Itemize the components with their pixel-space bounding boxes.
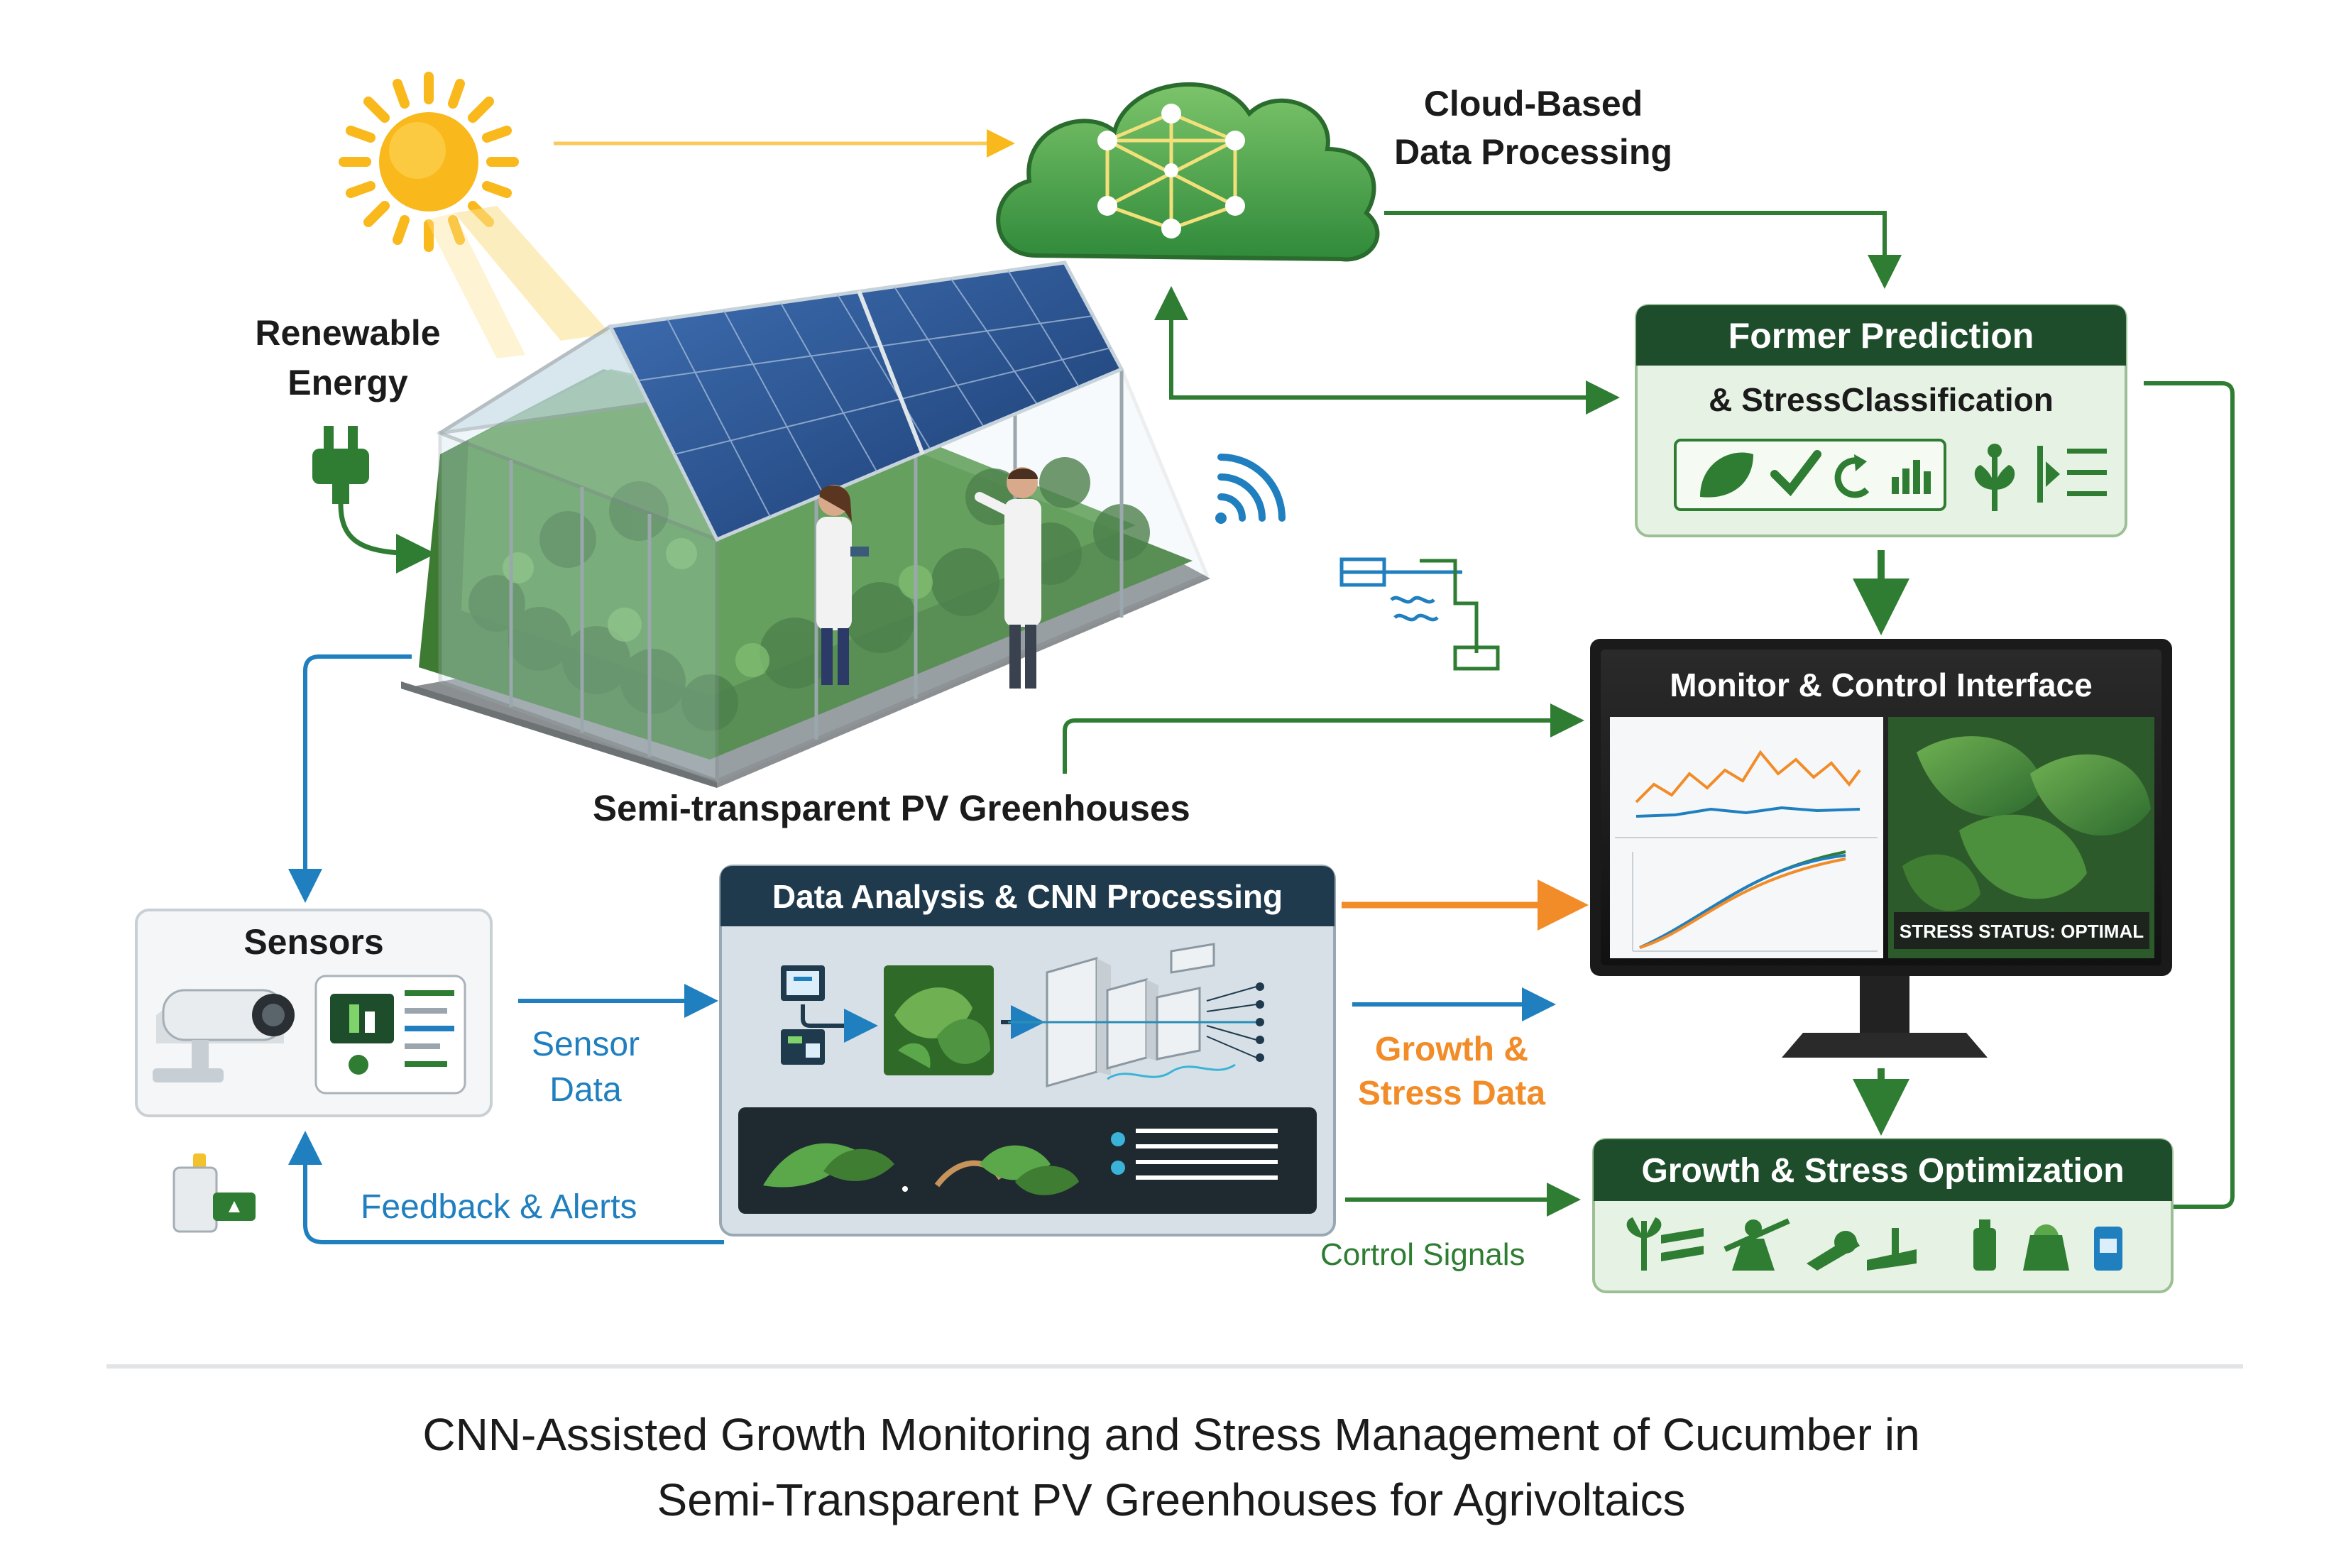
scientist-male bbox=[975, 467, 1041, 689]
growth-stress-line-1: Growth & bbox=[1375, 1031, 1528, 1068]
sensor-data-line-1: Sensor bbox=[531, 1026, 640, 1063]
monitor-chart bbox=[1615, 750, 1878, 952]
wifi-icon bbox=[1215, 454, 1286, 524]
bottle-icon bbox=[1973, 1219, 1996, 1271]
growth-stress-data-label: Growth & Stress Data bbox=[1335, 1028, 1569, 1116]
network-icon bbox=[1097, 104, 1245, 239]
fertilizer-icon bbox=[2023, 1224, 2069, 1271]
sensor-data-label: Sensor Data bbox=[497, 1022, 674, 1113]
diagram-caption: CNN-Assisted Growth Monitoring and Stres… bbox=[142, 1402, 2201, 1533]
sensors-panel bbox=[135, 909, 493, 1117]
sensor-data-line-2: Data bbox=[549, 1071, 622, 1109]
prediction-title: Former Prediction bbox=[1728, 316, 2034, 356]
arrow-cloud-to-prediction bbox=[1384, 211, 1902, 289]
sunlight-beam bbox=[426, 206, 610, 358]
cloud-label-line-1: Cloud-Based bbox=[1423, 84, 1643, 124]
cloud-shape bbox=[996, 82, 1380, 262]
plant-icon bbox=[1974, 444, 2015, 511]
alert-device-icon bbox=[172, 1153, 256, 1233]
cnn-layers-icon bbox=[1008, 943, 1264, 1087]
refresh-icon bbox=[1834, 454, 1870, 498]
camera-icon bbox=[153, 989, 295, 1082]
growth-stress-line-2: Stress Data bbox=[1357, 1075, 1546, 1112]
bar-chart-icon bbox=[1892, 460, 1931, 494]
plug-icon bbox=[312, 426, 369, 504]
caption-line-2: Semi-Transparent PV Greenhouses for Agri… bbox=[657, 1474, 1686, 1525]
scientist-female bbox=[816, 485, 869, 685]
leaf-icon bbox=[1700, 452, 1753, 498]
cnn-panel bbox=[719, 865, 1336, 1237]
cnn-output-bar bbox=[738, 1107, 1317, 1214]
tool-icon bbox=[1807, 1228, 1917, 1271]
arrow-greenhouse-to-monitor bbox=[1063, 703, 1584, 774]
control-signals-label: Cortrol Signals bbox=[1320, 1237, 1525, 1272]
cloud-label: Cloud-Based Data Processing bbox=[1349, 80, 1718, 176]
caption-line-1: CNN-Assisted Growth Monitoring and Stres… bbox=[422, 1409, 1920, 1460]
prediction-subtitle: & StressClassification bbox=[1709, 381, 2054, 418]
optimization-title: Growth & Stress Optimization bbox=[1641, 1152, 2125, 1190]
greenhouse-label: Semi-transparent PV Greenhouses bbox=[593, 788, 1190, 828]
greenhouse-illustration bbox=[401, 261, 1210, 788]
list-icon bbox=[2037, 446, 2107, 503]
arrow-energy-to-greenhouse bbox=[338, 503, 436, 574]
arrow-optimization-loop bbox=[2144, 381, 2235, 1209]
arrow-greenhouse-to-sensors bbox=[288, 654, 412, 903]
renewable-energy-label: Renewable Energy bbox=[213, 308, 483, 407]
optimization-panel bbox=[1592, 1138, 2174, 1293]
seedling-icon bbox=[1626, 1217, 1704, 1271]
check-icon bbox=[1770, 450, 1821, 497]
sensors-title: Sensors bbox=[243, 922, 384, 962]
cloud-label-line-2: Data Processing bbox=[1394, 132, 1672, 172]
cnn-title: Data Analysis & CNN Processing bbox=[772, 878, 1283, 915]
renewable-label-line-1: Renewable bbox=[255, 313, 441, 353]
input-screen-icon bbox=[781, 965, 825, 1065]
sun-icon bbox=[339, 72, 519, 252]
worker-icon bbox=[1723, 1218, 1790, 1271]
bag-icon bbox=[2094, 1227, 2122, 1271]
prediction-panel bbox=[1635, 304, 2127, 537]
arrow-prediction-to-cloud bbox=[1169, 291, 1620, 415]
feedback-alerts-label: Feedback & Alerts bbox=[361, 1188, 637, 1226]
device-icon bbox=[314, 975, 466, 1095]
stress-status-label: STRESS STATUS: OPTIMAL bbox=[1899, 921, 2144, 942]
renewable-label-line-2: Energy bbox=[287, 363, 408, 402]
monitor-device bbox=[1590, 639, 2172, 1058]
leaf-image-icon bbox=[884, 965, 994, 1075]
arrow-feedback-to-sensors bbox=[288, 1131, 724, 1244]
pipe-icon bbox=[1339, 557, 1500, 671]
monitor-title: Monitor & Control Interface bbox=[1670, 667, 2093, 703]
leaf-photo bbox=[1902, 736, 2151, 911]
